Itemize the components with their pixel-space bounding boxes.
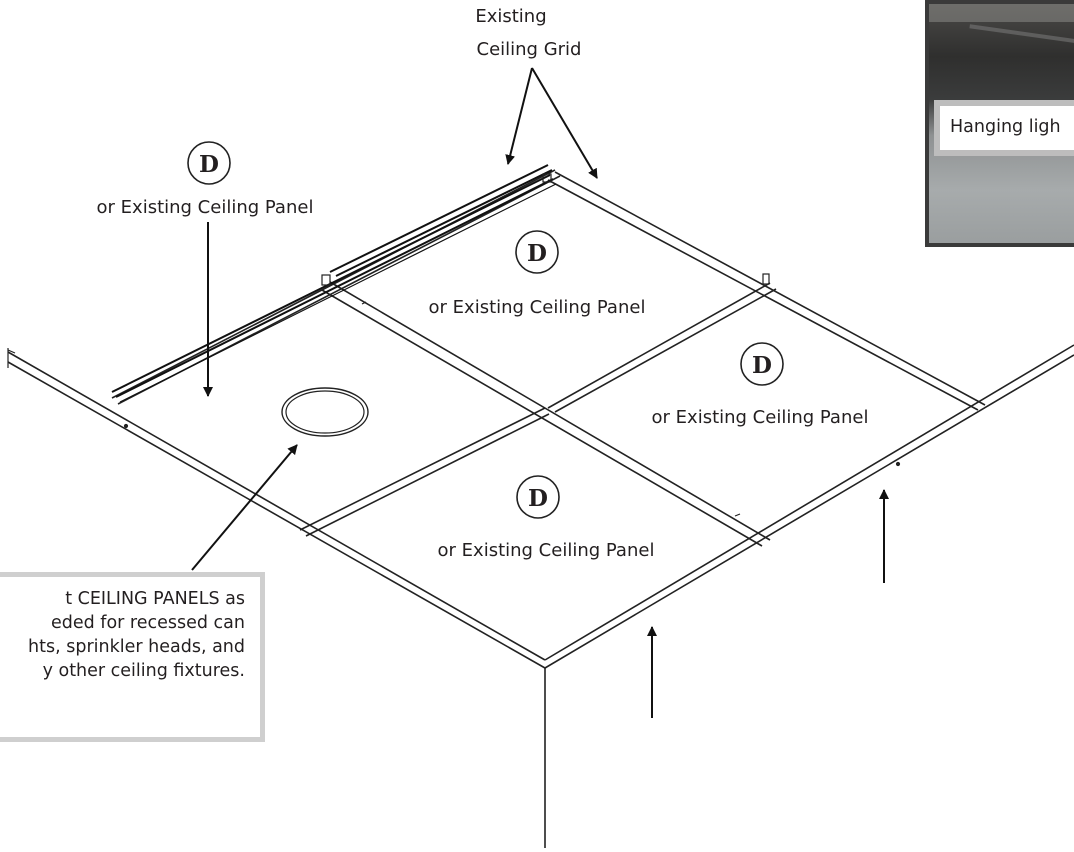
grid-arrow-right — [531, 67, 598, 179]
cut-panels-note: t CEILING PANELS as eded for recessed ca… — [0, 572, 265, 742]
panel-marker-2: D or Existing Ceiling Panel — [429, 230, 646, 318]
recessed-can-cutout — [281, 387, 369, 437]
grid-label-line2: Ceiling Grid — [477, 39, 582, 60]
panel-caption: or Existing Ceiling Panel — [97, 197, 314, 218]
grid-connectors — [7, 173, 901, 517]
grid-edges — [7, 169, 1074, 848]
panel-caption: or Existing Ceiling Panel — [438, 540, 655, 561]
note-text: t CEILING PANELS as eded for recessed ca… — [0, 587, 253, 683]
panel-marker-letter: D — [527, 240, 547, 267]
cutout-arrow — [191, 444, 298, 571]
note-line: hts, sprinkler heads, and — [28, 637, 245, 657]
note-line: eded for recessed can — [50, 613, 245, 633]
photo-beam — [929, 4, 1074, 22]
panel-caption: or Existing Ceiling Panel — [652, 407, 869, 428]
photo-caption-text: Hanging ligh — [950, 117, 1061, 137]
grid-arrow-left — [505, 67, 533, 165]
photo-caption-box: Hanging ligh — [934, 100, 1074, 156]
panel-marker-4: D or Existing Ceiling Panel — [438, 475, 655, 561]
panel-marker-letter: D — [199, 151, 219, 178]
note-line: y other ceiling fixtures. — [42, 661, 245, 681]
back-main-runner — [111, 164, 557, 403]
callout-arrows — [191, 67, 889, 718]
panel-marker-letter: D — [528, 485, 548, 512]
note-line: t CEILING PANELS as — [65, 589, 245, 609]
grid-label-line1: Existing — [475, 6, 546, 27]
panel-caption: or Existing Ceiling Panel — [429, 297, 646, 318]
panel-marker-3: D or Existing Ceiling Panel — [652, 342, 869, 428]
panel-marker-1: D or Existing Ceiling Panel — [97, 141, 314, 218]
panel-marker-letter: D — [752, 352, 772, 379]
photo-beam — [969, 24, 1074, 48]
